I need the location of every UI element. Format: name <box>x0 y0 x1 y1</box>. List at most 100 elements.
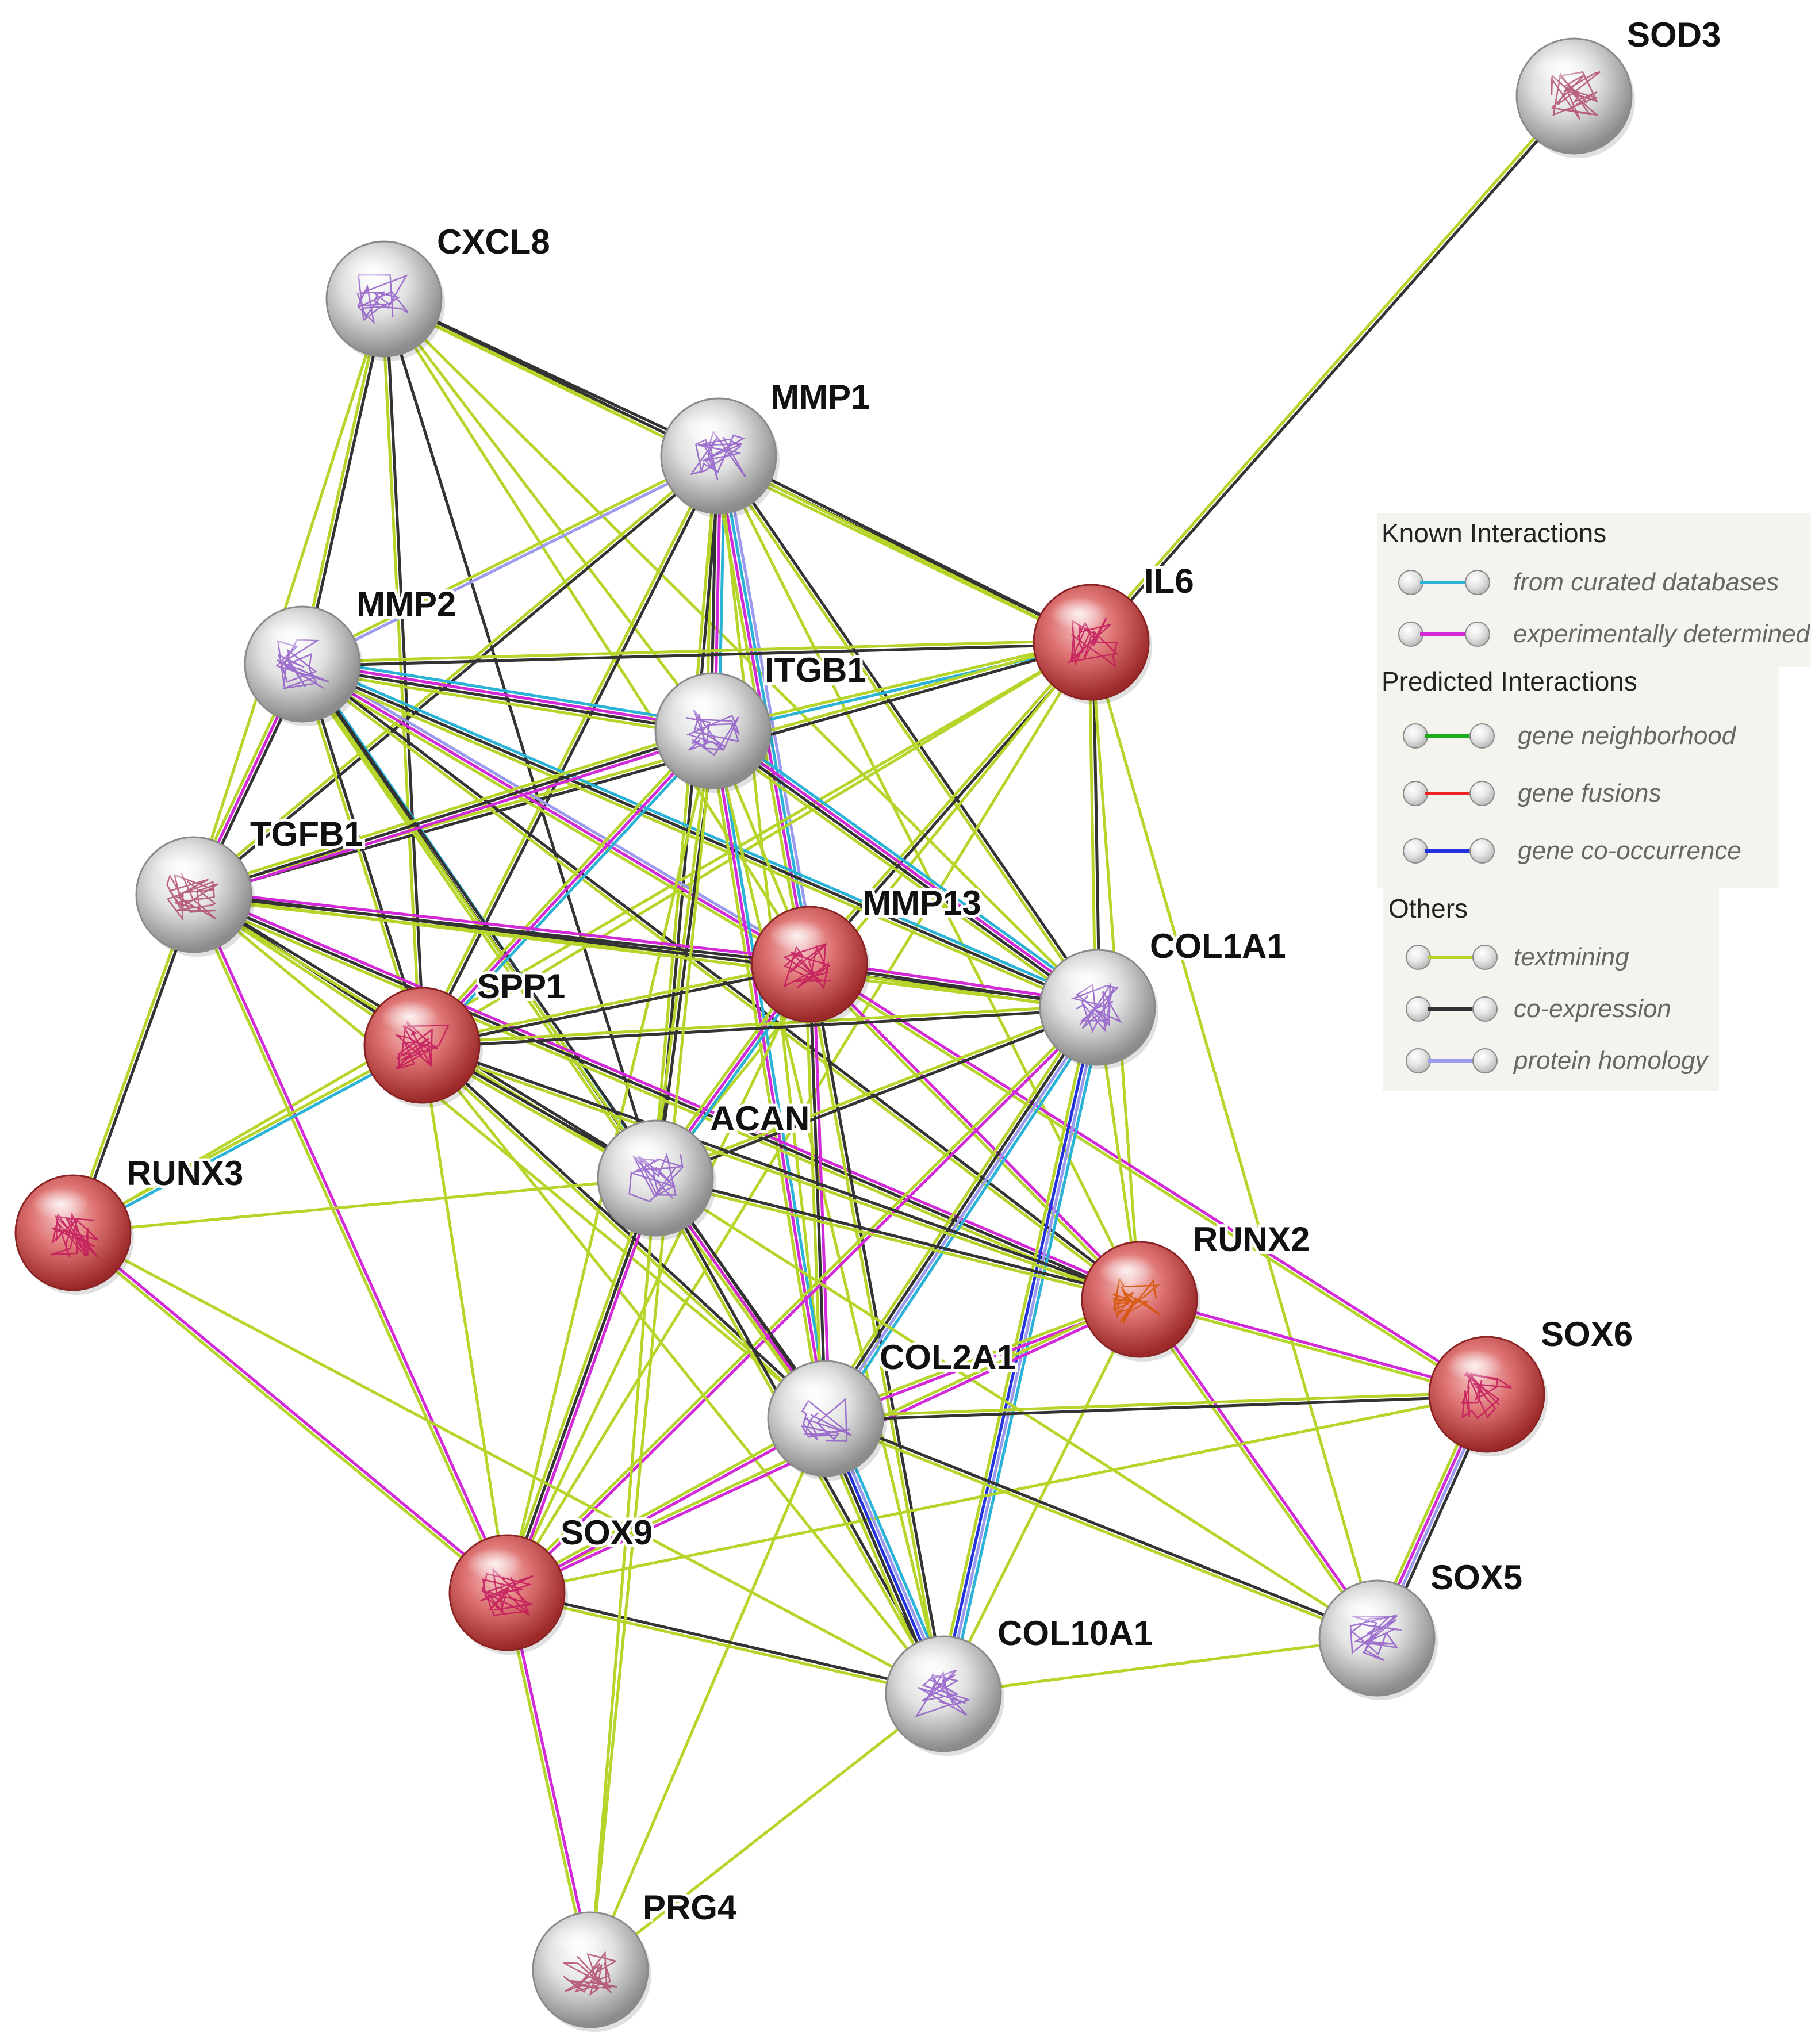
edge-line-black <box>192 891 1099 1007</box>
legend-label-cooccurrence: gene co-occurrence <box>1518 837 1741 865</box>
node-acan[interactable]: ACAN <box>597 1096 812 1240</box>
edge-mmp1-il6 <box>716 452 1094 646</box>
node-label-runx2: RUNX2 <box>1193 1220 1310 1259</box>
edge-line-text <box>942 1298 1141 1696</box>
edge-acan-prg4 <box>589 1176 657 1972</box>
node-highlight <box>549 1925 607 1957</box>
edge-line-exp <box>420 729 715 1047</box>
edge-line-text <box>505 1393 1488 1594</box>
protein-structure-icon <box>563 1950 618 1996</box>
node-sox5[interactable]: SOX5 <box>1318 1555 1525 1700</box>
edge-line-text <box>823 1418 1378 1642</box>
legend-label-neighborhood: gene neighborhood <box>1518 722 1736 750</box>
node-cxcl8[interactable]: CXCL8 <box>325 220 553 361</box>
legend-node-icon <box>1469 781 1495 806</box>
legend-label-textmining: textmining <box>1514 943 1629 971</box>
edge-line-exp <box>193 733 716 900</box>
legend-node-icon <box>1398 622 1423 647</box>
edge-line-text <box>806 963 943 1696</box>
edge-col1a1-sox9 <box>504 1004 1100 1596</box>
edge-mmp13-col2a1 <box>804 962 831 1420</box>
edge-il6-sox5 <box>1089 641 1379 1640</box>
edge-itgb1-spp1 <box>417 726 717 1050</box>
edge-line-text <box>190 893 507 1595</box>
edge-line-exp <box>809 961 1490 1394</box>
node-col2a1[interactable]: COL2A1 <box>767 1335 1019 1481</box>
edge-spp1-runx3 <box>70 1042 425 1236</box>
node-il6[interactable]: IL6 <box>1033 559 1197 704</box>
node-col1a1[interactable]: COL1A1 <box>1039 924 1289 1069</box>
node-tgfb1[interactable]: TGFB1 <box>135 812 366 957</box>
node-highlight <box>1056 962 1114 995</box>
edge-sox9-prg4 <box>504 1590 594 1972</box>
node-spp1[interactable]: SPP1 <box>363 964 568 1107</box>
node-sod3[interactable]: SOD3 <box>1515 13 1724 158</box>
edge-line-text <box>420 1044 945 1696</box>
edge-line-text <box>652 454 719 1180</box>
edge-line-text <box>501 1175 653 1593</box>
legend-line-homology <box>1428 1059 1476 1063</box>
legend-item-neighborhood: gene neighborhood <box>1403 719 1736 753</box>
protein-structure-icon <box>689 429 746 480</box>
edge-line-text <box>653 1178 1141 1303</box>
edge-line-text <box>1136 1299 1377 1641</box>
edge-sox5-col10a1 <box>942 1636 1379 1696</box>
legend-node-icon <box>1406 945 1431 970</box>
legend-node-icon <box>1403 838 1428 864</box>
edge-tgfb1-runx2 <box>190 889 1143 1305</box>
edge-line-exp <box>1139 1297 1380 1639</box>
edge-line-text <box>806 639 1091 965</box>
legend-node-icon <box>1406 996 1431 1022</box>
legend-sample-textmining <box>1406 940 1498 975</box>
edge-line-black <box>192 893 1141 1301</box>
edge-line-text <box>420 1004 1099 1045</box>
node-itgb1[interactable]: ITGB1 <box>654 648 869 793</box>
edge-line-text <box>382 297 715 733</box>
node-mmp13[interactable]: MMP13 <box>751 881 984 1026</box>
edge-il6-mmp2 <box>301 639 1093 668</box>
edge-line-black <box>193 642 1093 898</box>
node-label-sox9: SOX9 <box>561 1513 653 1552</box>
edge-acan-sox9 <box>501 1175 661 1596</box>
node-mmp2[interactable]: MMP2 <box>244 582 459 726</box>
edge-line-text <box>299 666 1098 1013</box>
node-sox9[interactable]: SOX9 <box>448 1510 655 1655</box>
node-label-acan: ACAN <box>710 1099 809 1138</box>
edge-cxcl8-itgb1 <box>382 297 715 733</box>
edge-runx3-sox9 <box>70 1229 510 1596</box>
edge-line-black <box>420 1007 1099 1049</box>
protein-structure-icon <box>1070 983 1122 1033</box>
edge-line-exp <box>72 1229 510 1593</box>
edge-line-exp <box>509 1178 661 1596</box>
legend-node-icon <box>1403 723 1428 749</box>
edge-line-black <box>301 662 1099 1009</box>
protein-structure-icon <box>1112 1277 1161 1324</box>
edge-line-text <box>807 964 1487 1398</box>
legend-node-icon <box>1465 570 1490 595</box>
legend-line-neighborhood <box>1425 734 1473 738</box>
node-sox6[interactable]: SOX6 <box>1428 1312 1636 1456</box>
node-col10a1[interactable]: COL10A1 <box>885 1611 1156 1756</box>
legend-node-icon <box>1469 838 1495 864</box>
edge-itgb1-col10a1 <box>711 729 945 1696</box>
edge-line-exp <box>194 892 511 1594</box>
edge-line-text <box>420 641 1093 1047</box>
legend-line-curated <box>1420 581 1468 584</box>
edge-line-curated <box>715 728 831 1420</box>
node-label-sox5: SOX5 <box>1430 1558 1522 1597</box>
node-prg4[interactable]: PRG4 <box>532 1885 740 2032</box>
edge-line-exp <box>301 662 811 966</box>
node-runx3[interactable]: RUNX3 <box>14 1151 246 1295</box>
edge-spp1-runx2 <box>420 1042 1142 1303</box>
node-label-col1a1: COL1A1 <box>1150 927 1286 965</box>
legend-label-homology: protein homology <box>1514 1046 1708 1075</box>
edge-line-black <box>824 1394 1488 1422</box>
protein-structure-icon <box>356 274 409 325</box>
edge-line-text <box>420 961 811 1045</box>
node-mmp1[interactable]: MMP1 <box>660 375 873 518</box>
node-runx2[interactable]: RUNX2 <box>1081 1217 1313 1362</box>
edge-line-text <box>589 1176 657 1972</box>
node-label-sox6: SOX6 <box>1541 1315 1633 1353</box>
legend-item-cooccurrence: gene co-occurrence <box>1403 834 1741 868</box>
